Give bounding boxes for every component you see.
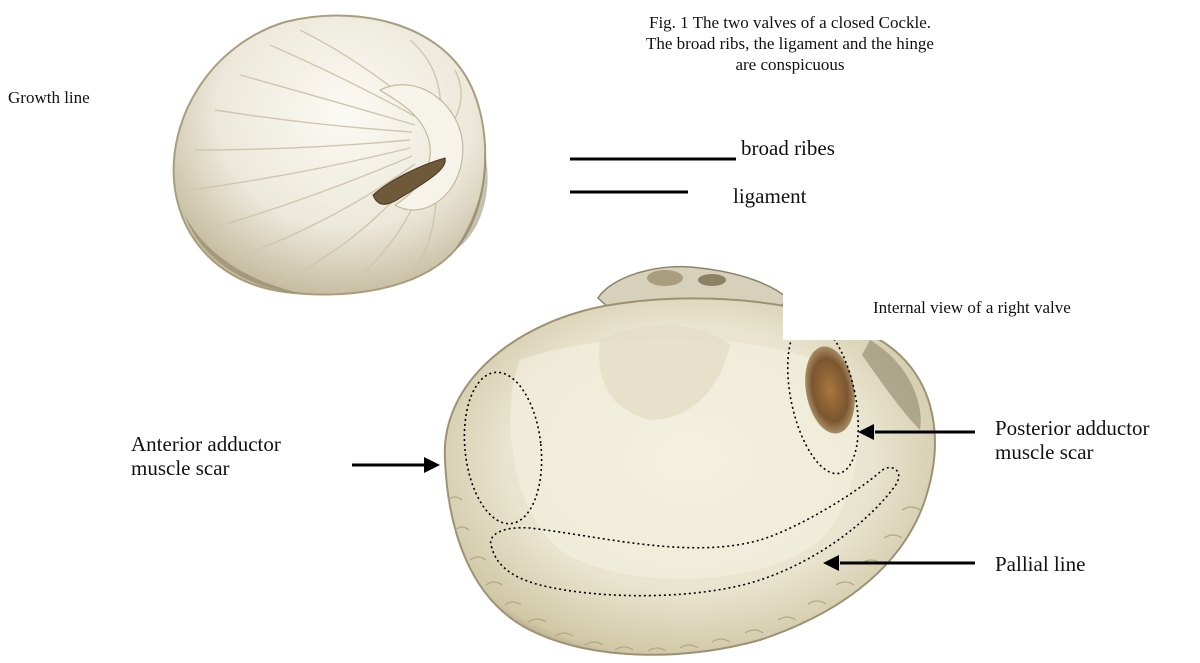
anterior-arrow (352, 457, 440, 473)
anterior-label-line-2: muscle scar (131, 456, 281, 480)
anterior-label-line-1: Anterior adductor (131, 432, 281, 456)
figure-caption: Fig. 1 The two valves of a closed Cockle… (600, 12, 980, 75)
internal-view-label: Internal view of a right valve (873, 298, 1071, 318)
growth-line-label: Growth line (8, 88, 90, 108)
anterior-label: Anterior adductor muscle scar (131, 432, 281, 480)
caption-line-1: Fig. 1 The two valves of a closed Cockle… (600, 12, 980, 33)
posterior-label-line-2: muscle scar (995, 440, 1150, 464)
ligament-label: ligament (733, 184, 806, 208)
broad-ribs-label: broad ribes (741, 136, 835, 160)
caption-line-2: The broad ribs, the ligament and the hin… (600, 33, 980, 54)
closed-cockle-shell (174, 15, 488, 294)
pallial-line-label: Pallial line (995, 552, 1085, 576)
posterior-label: Posterior adductor muscle scar (995, 416, 1150, 464)
posterior-label-line-1: Posterior adductor (995, 416, 1150, 440)
caption-line-3: are conspicuous (600, 54, 980, 75)
